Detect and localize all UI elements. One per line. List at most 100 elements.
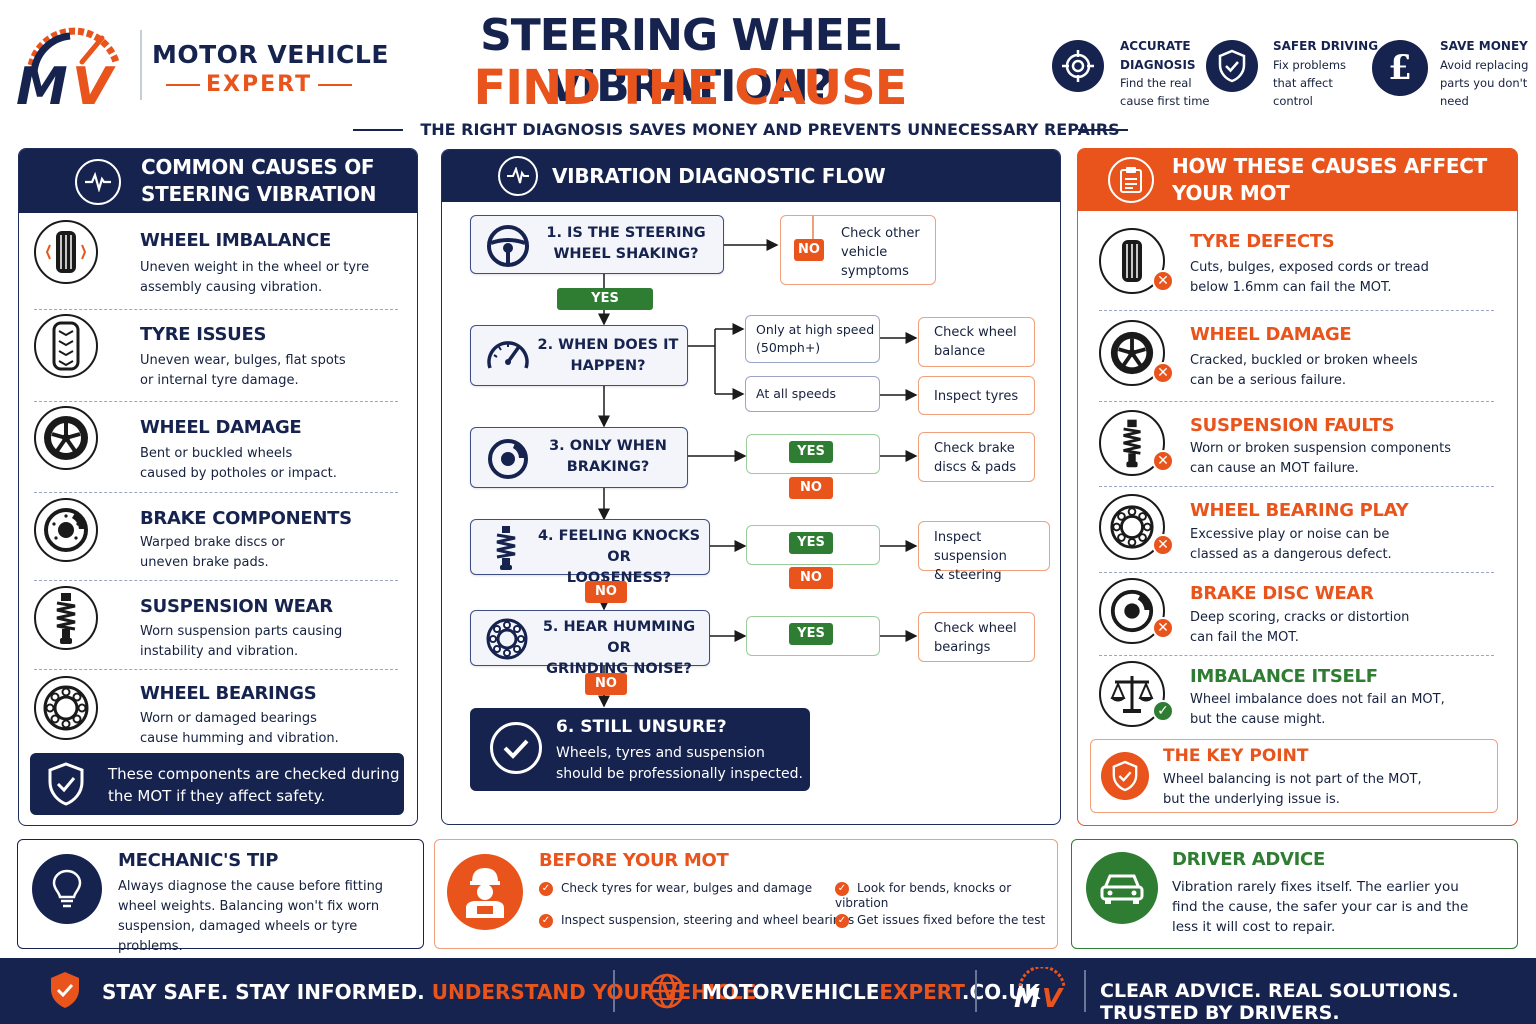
yes-pill: YES (557, 288, 653, 310)
pass-check-icon: ✓ (1152, 700, 1174, 722)
cause-title: WHEEL BEARINGS (140, 683, 317, 704)
check-icon: ✓ (539, 881, 553, 896)
page-title-accent: FIND THE CAUSE (473, 60, 907, 116)
subtitle-rule-right (1078, 129, 1128, 131)
suspension-icon (34, 586, 98, 650)
check-icon: ✓ (835, 881, 849, 896)
flow-outcome-tyres: Inspect tyres (918, 376, 1035, 415)
mot-title: IMBALANCE ITSELF (1190, 666, 1378, 687)
flow-yes-bearing: YES (746, 616, 880, 656)
benefit-safer-title: SAFER DRIVING (1273, 39, 1379, 53)
target-icon (1052, 40, 1104, 92)
divider (34, 580, 398, 581)
no-pill: NO (585, 673, 627, 695)
flow-header: VIBRATION DIAGNOSTIC FLOW (442, 150, 1060, 202)
flow-connectors (598, 239, 918, 708)
brand-divider (140, 30, 142, 100)
steering-wheel-icon (485, 223, 531, 273)
divider (34, 492, 398, 493)
divider (34, 669, 398, 670)
footer-divider (1084, 970, 1086, 1012)
brand-logo: M V (12, 22, 132, 117)
cause-title: WHEEL IMBALANCE (140, 230, 331, 251)
mot-title: WHEEL DAMAGE (1190, 324, 1352, 345)
footer-slogan: STAY SAFE. STAY INFORMED. UNDERSTAND YOU… (102, 980, 765, 1004)
flow-option-high-speed: Only at high speed(50mph+) (745, 315, 880, 363)
shield-check-icon (1101, 752, 1149, 800)
footer-divider (975, 970, 977, 1012)
pulse-icon (75, 159, 121, 205)
checklist-item: ✓Check tyres for wear, bulges and damage (539, 881, 812, 896)
fail-x-icon: ✕ (1152, 450, 1174, 472)
flow-heading: VIBRATION DIAGNOSTIC FLOW (552, 163, 886, 188)
brake-disc-icon (34, 498, 98, 562)
checklist-item: ✓Get issues fixed before the test (835, 913, 1045, 928)
check-icon: ✓ (539, 913, 553, 928)
shield-check-icon (46, 761, 86, 811)
flow-yes-brake: YES (746, 434, 880, 474)
footer-tagline: CLEAR ADVICE. REAL SOLUTIONS. TRUSTED BY… (1100, 980, 1459, 1024)
svg-text:V: V (72, 57, 116, 112)
checklist-item: ✓Inspect suspension, steering and wheel … (539, 913, 854, 928)
divider (1099, 655, 1494, 656)
page-title: STEERING WHEEL VIBRATION? (480, 10, 901, 112)
flow-yes-suspension: YES (746, 525, 880, 565)
mechanic-icon (447, 854, 523, 930)
footer-website-link[interactable]: MOTORVEHICLEEXPERT.CO.UK (702, 980, 1041, 1004)
before-mot-box: BEFORE YOUR MOT ✓Check tyres for wear, b… (434, 839, 1058, 949)
fail-x-icon: ✕ (1152, 534, 1174, 556)
tyre-tread-icon (34, 314, 98, 378)
brand-name: MOTOR VEHICLE (152, 40, 389, 69)
svg-text:V: V (1042, 984, 1064, 1011)
divider (1099, 401, 1494, 402)
shield-check-icon (1206, 40, 1258, 92)
alloy-wheel-icon (34, 406, 98, 470)
driver-advice-box: DRIVER ADVICE Vibration rarely fixes its… (1071, 839, 1518, 949)
fail-x-icon: ✕ (1152, 270, 1174, 292)
benefit-safer (1206, 40, 1258, 92)
yes-pill: YES (789, 532, 833, 554)
mot-title: SUSPENSION FAULTS (1190, 415, 1395, 436)
flow-option-all-speeds: At all speeds (745, 376, 880, 412)
divider (1099, 310, 1494, 311)
divider (34, 309, 398, 310)
mot-title: WHEEL BEARING PLAY (1190, 500, 1409, 521)
divider (1099, 486, 1494, 487)
bearing-icon (485, 617, 529, 665)
pulse-icon (498, 156, 538, 196)
footer-divider (613, 970, 615, 1012)
yes-pill: YES (789, 441, 833, 463)
no-pill: NO (585, 581, 627, 603)
fail-x-icon: ✕ (1152, 362, 1174, 384)
mot-title: TYRE DEFECTS (1190, 231, 1335, 252)
mot-title: BRAKE DISC WEAR (1190, 583, 1374, 604)
benefit-save-title: SAVE MONEY (1440, 39, 1528, 53)
alloy-wheel-icon (1099, 320, 1165, 386)
footer (0, 958, 1536, 1024)
subtitle-rule-left (353, 129, 403, 131)
fail-x-icon: ✕ (1152, 617, 1174, 639)
mot-desc: Wheel imbalance does not fail an MOT,but… (1190, 692, 1445, 727)
cause-title: SUSPENSION WEAR (140, 596, 333, 617)
cause-title: BRAKE COMPONENTS (140, 508, 352, 529)
benefit-accurate (1052, 40, 1104, 92)
cause-title: TYRE ISSUES (140, 324, 267, 345)
clipboard-icon (1108, 157, 1154, 203)
bearing-icon (34, 676, 98, 740)
speedometer-icon (485, 335, 531, 379)
flow-step-6: 6. STILL UNSURE? Wheels, tyres and suspe… (470, 708, 810, 791)
